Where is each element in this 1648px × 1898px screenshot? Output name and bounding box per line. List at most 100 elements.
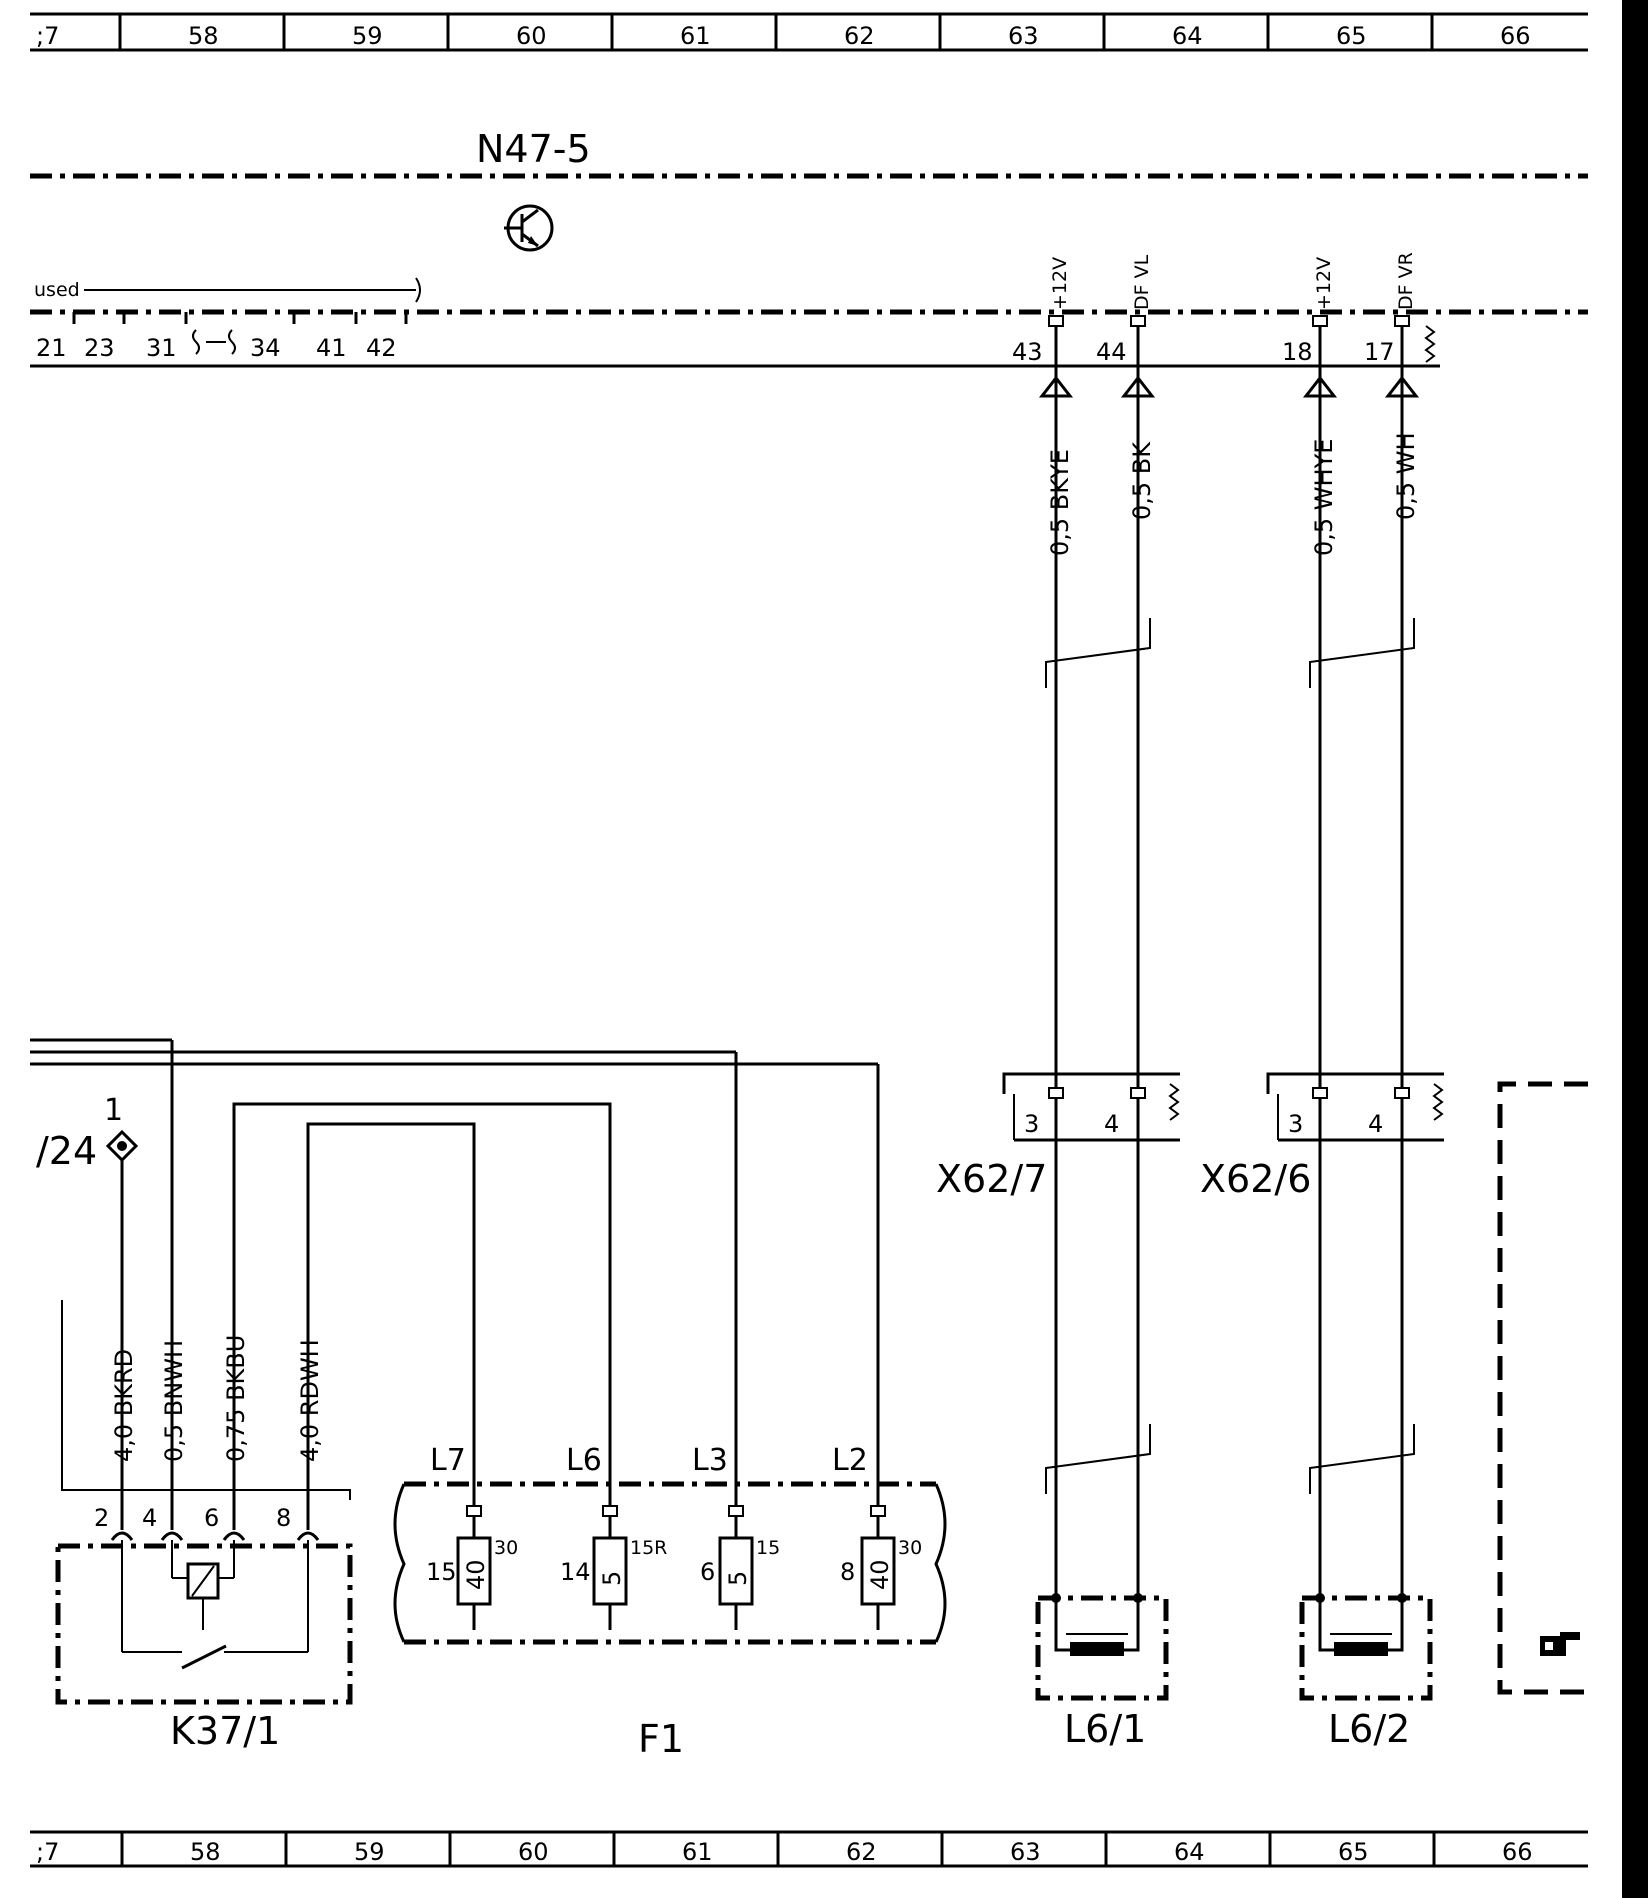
bottom-col-62: 62 [846,1838,877,1866]
inductive-sensor-icon [1334,1642,1388,1656]
bottom-col-64: 64 [1174,1838,1205,1866]
bottom-col-57: ;7 [36,1838,59,1866]
top-col-62: 62 [844,22,875,50]
pin-18-signal: +12V [1313,257,1335,310]
wire-label-0-5-bkye: 0,5 BKYE [1046,449,1074,556]
fuse-l3-num: 6 [700,1558,715,1586]
fuse-l7-line: L7 [430,1443,466,1478]
pin-17-signal: DF VR [1395,252,1417,310]
top-grid-ruler: ;7 58 59 60 61 62 63 64 65 66 [30,12,1588,52]
module-pin-18: +12V 18 0,5 WHYE [1282,257,1338,1598]
ground-ref-label: /24 [36,1129,97,1173]
fusebox-label: F1 [638,1717,684,1761]
resistor-zigzag-icon [1424,325,1436,363]
pin-44-number: 44 [1096,338,1127,366]
fuse-l7-amps: 40 [462,1559,490,1590]
top-col-61: 61 [680,22,711,50]
relay-switch-contact [181,1644,227,1670]
fusebox-f1: F1 L7 40 15 30 L6 5 14 15R L3 [393,1443,947,1761]
bottom-col-58: 58 [190,1838,221,1866]
relay-pin-2: 2 [94,1504,109,1532]
fuse-l6-amps: 5 [598,1571,626,1586]
wire-label-0-5-bk: 0,5 BK [1128,441,1156,520]
module-n47-5: N47-5 used 21 23 31 34 41 42 [30,127,1588,368]
connector-x62-6: 3 4 X62/6 [1200,1072,1444,1201]
ground-reference: /24 1 [36,1093,139,1173]
bottom-col-61: 61 [682,1838,713,1866]
sensor-l6-2: L6/2 [1299,1593,1433,1751]
pin-34: 34 [250,334,281,362]
relay-wire-8: 4,0 RDWH [296,1339,324,1462]
fuse-l7: L7 40 15 30 [426,1443,518,1630]
top-col-64: 64 [1172,22,1203,50]
module-pin-17: DF VR 17 0,5 WH [1364,252,1420,1598]
pointing-hand-icon [1540,1632,1580,1656]
left-wire-bundle [30,1038,880,1530]
inductive-sensor-icon [1070,1642,1124,1656]
connector-x62-7: 3 4 X62/7 [936,1072,1180,1201]
relay-label: K37/1 [170,1709,280,1753]
ground-ref-number: 1 [104,1093,123,1128]
relay-k37-1: 4,0 BKRD 0,5 BNWH 0,75 BKBU 4,0 RDWH 2 4… [55,1270,353,1753]
x62-7-label: X62/7 [936,1157,1047,1201]
x62-7-pin-4: 4 [1104,1110,1119,1138]
x62-7-pin-3: 3 [1024,1110,1039,1138]
fuse-l3-terminal: 15 [756,1537,780,1559]
pin-21: 21 [36,334,67,362]
pin-18-number: 18 [1282,338,1313,366]
bottom-col-66: 66 [1502,1838,1533,1866]
relay-pin-4: 4 [142,1504,157,1532]
fuse-l2-line: L2 [832,1443,868,1478]
top-col-65: 65 [1336,22,1367,50]
ground-diamond-icon [105,1129,139,1163]
pin-23: 23 [84,334,115,362]
l6-2-label: L6/2 [1328,1707,1410,1751]
pin-31: 31 [146,334,177,362]
l6-1-label: L6/1 [1064,1707,1146,1751]
transistor-icon [504,204,554,252]
pin-42: 42 [366,334,397,362]
top-col-60: 60 [516,22,547,50]
module-title: N47-5 [476,127,591,171]
fuse-l3-amps: 5 [724,1571,752,1586]
relay-wire-4: 0,5 BNWH [160,1340,188,1462]
relay-wire-2: 4,0 BKRD [110,1349,138,1462]
fuse-l2: L2 40 8 30 [832,1443,922,1630]
bottom-col-59: 59 [354,1838,385,1866]
fuse-l2-terminal: 30 [898,1537,922,1559]
relay-pin-8: 8 [276,1504,291,1532]
pin-43-number: 43 [1012,338,1043,366]
fuse-l6-num: 14 [560,1558,591,1586]
top-col-59: 59 [352,22,383,50]
fuse-l6-terminal: 15R [630,1537,667,1559]
fuse-l3-line: L3 [692,1443,728,1478]
top-col-63: 63 [1008,22,1039,50]
fuse-l7-terminal: 30 [494,1537,518,1559]
pin-44-signal: DF VL [1131,254,1153,310]
fuse-l2-num: 8 [840,1558,855,1586]
wire-label-0-5-whye: 0,5 WHYE [1310,439,1338,556]
reference-box [1497,1081,1588,1695]
module-pin-row: 21 23 31 34 41 42 [36,312,408,362]
relay-wire-6: 0,75 BKBU [222,1335,250,1462]
page-edge-bar [1622,0,1648,1898]
twisted-pair-marks [1045,618,1415,1494]
pin-17-number: 17 [1364,338,1395,366]
x62-6-label: X62/6 [1200,1157,1311,1201]
module-pin-44: DF VL 44 0,5 BK [1096,254,1156,1598]
fuse-l6: L6 5 14 15R [560,1443,667,1630]
pin-43-signal: +12V [1049,257,1071,310]
module-pin-43: +12V 43 0,5 BKYE [1012,257,1074,1598]
bottom-col-65: 65 [1338,1838,1369,1866]
top-col-66: 66 [1500,22,1531,50]
fuse-l6-line: L6 [566,1443,602,1478]
unused-label: used [34,279,80,301]
bottom-col-63: 63 [1010,1838,1041,1866]
fuse-l3: L3 5 6 15 [692,1443,780,1630]
fuse-l2-amps: 40 [866,1559,894,1590]
relay-pin-6: 6 [204,1504,219,1532]
x62-6-pin-4: 4 [1368,1110,1383,1138]
bottom-col-60: 60 [518,1838,549,1866]
bottom-grid-ruler: ;7 58 59 60 61 62 63 64 65 66 [30,1830,1588,1868]
